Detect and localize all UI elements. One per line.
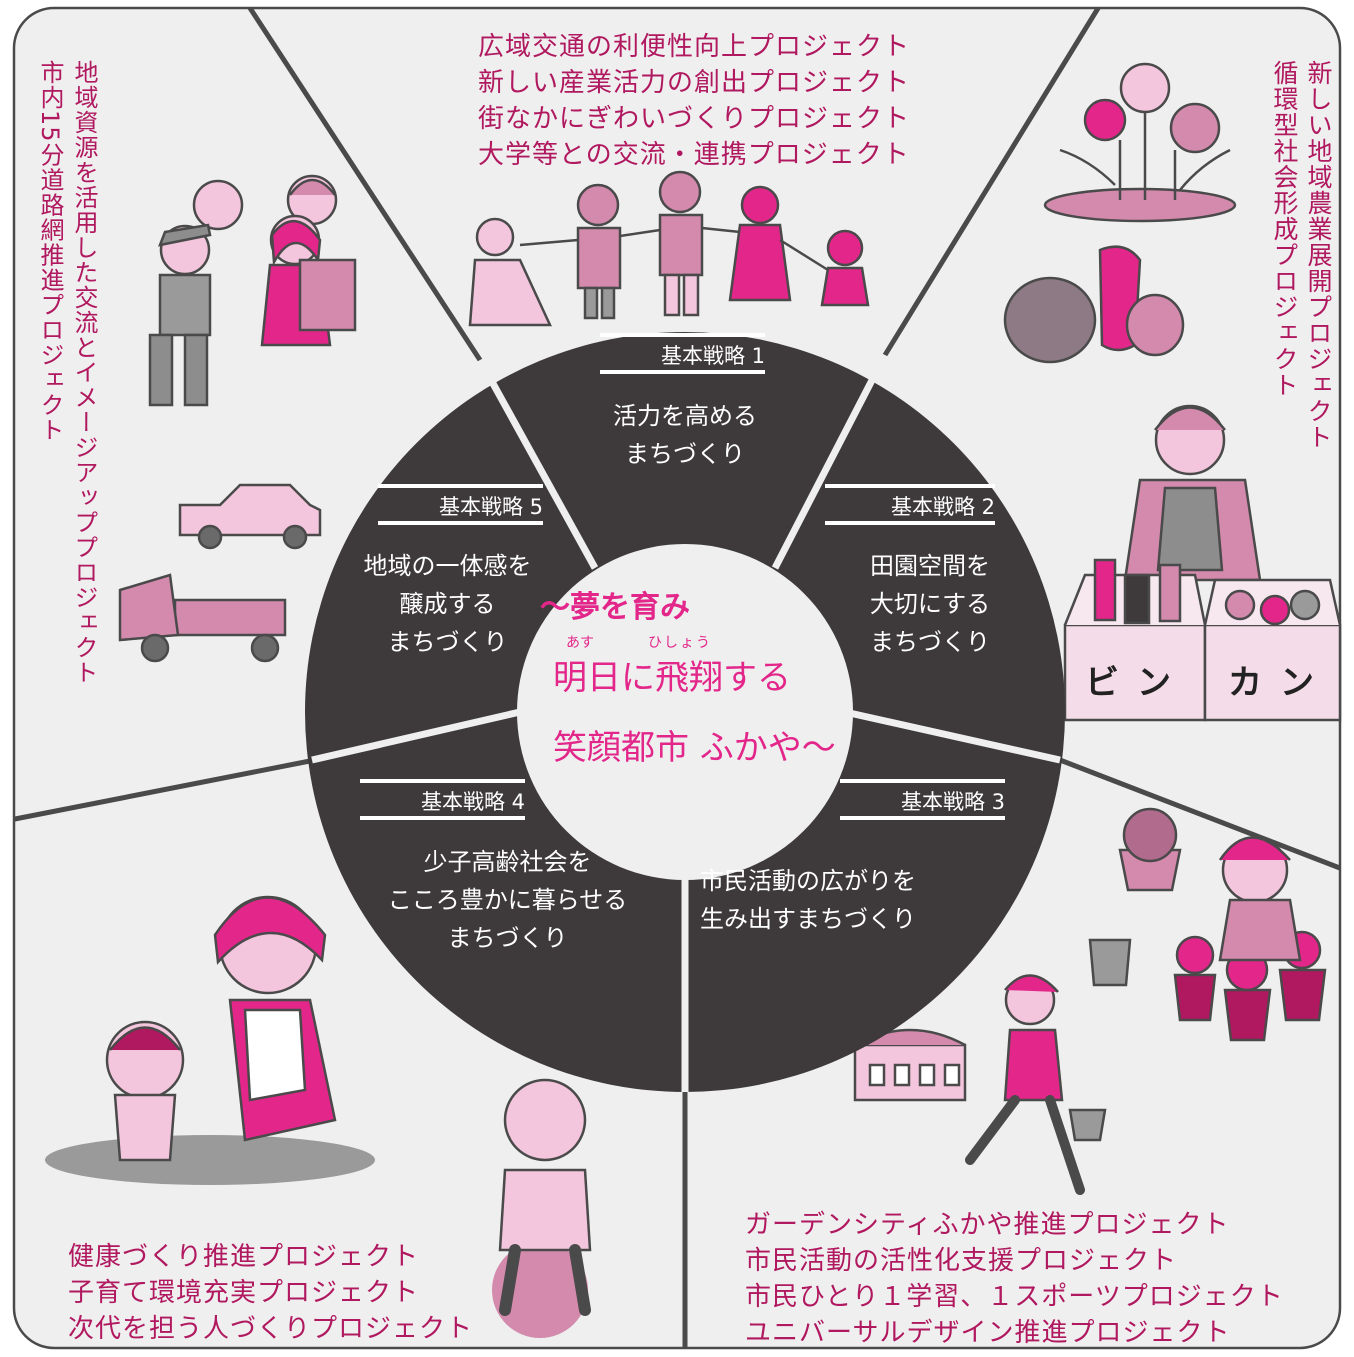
strategy-desc-line: まちづくり	[625, 440, 745, 468]
strategy-1-title: 基本戦略 1	[660, 344, 765, 368]
flowers-icon	[1043, 62, 1237, 223]
project-item: 広域交通の利便性向上プロジェクト	[478, 32, 911, 62]
family-group-icon	[148, 174, 357, 407]
strategy-2-desc: 田園空間を 大切にする まちづくり	[855, 547, 1005, 661]
project-item: 新しい産業活力の創出プロジェクト	[478, 68, 911, 98]
strategy-desc-line: 活力を高める	[613, 402, 757, 430]
strategy-desc-line: 醸成する	[399, 590, 496, 618]
strategy-1-bar	[600, 370, 765, 374]
strategy-desc-line: 少子高齢社会を	[423, 848, 592, 876]
divider-line	[882, 8, 1103, 358]
project-item: 新しい地域農業展開プロジェクト	[1304, 60, 1333, 450]
divider-line	[1057, 757, 1340, 873]
strategy-desc-line: まちづくり	[870, 628, 990, 656]
slogan-line-3: 笑顔都市 ふかや〜	[553, 728, 836, 768]
strategy-5-desc: 地域の一体感を 醸成する まちづくり	[330, 547, 565, 661]
truck-icon	[118, 573, 287, 663]
project-item: 市内15分道路網推進プロジェクト	[36, 60, 64, 443]
hub-spoke	[476, 358, 599, 570]
strategy-desc-line: まちづくり	[387, 628, 508, 656]
strategy-1-desc: 活力を高める まちづくり	[585, 397, 785, 473]
building-icon	[853, 1028, 967, 1102]
hub-spoke	[311, 708, 521, 764]
project-item: 街なかにぎわいづくりプロジェクト	[478, 104, 911, 134]
center-circle	[517, 544, 853, 880]
strategy-desc-line: 大切にする	[869, 590, 991, 618]
project-item: 大学等との交流・連携プロジェクト	[478, 140, 910, 170]
strategy-desc-line: まちづくり	[447, 924, 568, 952]
recycle-boxes-icon	[1063, 558, 1342, 722]
strategy-desc-line: こころ豊かに暮らせる	[387, 886, 628, 914]
car-icon	[178, 483, 322, 550]
people-holding-hands-icon	[468, 170, 870, 327]
strategy-4-bar	[360, 816, 525, 820]
project-item: 子育て環境充実プロジェクト	[68, 1278, 420, 1308]
strategy-desc-line: 田園空間を	[870, 552, 990, 580]
strategy-2-bar	[825, 521, 995, 525]
strategy-desc-line: 生み出すまちづくり	[700, 905, 916, 933]
slogan-ruby-asu: あす	[566, 635, 594, 651]
strategy-4-bar	[360, 779, 525, 783]
divider-line	[14, 757, 318, 823]
project-item: 健康づくり推進プロジェクト	[68, 1242, 420, 1272]
project-item: 地域資源を活用した交流とイメージアッププロジェクト	[70, 60, 98, 685]
project-item: 市民ひとり１学習、１スポーツプロジェクト	[745, 1282, 1284, 1312]
strategy-1-bar	[600, 333, 765, 337]
project-item: 循環型社会形成プロジェクト	[1270, 60, 1299, 398]
bottle-box-label: ビン	[1085, 663, 1189, 703]
strategy-5-bar	[378, 521, 543, 525]
hub-spoke	[844, 708, 1061, 764]
strategy-4-desc: 少子高齢社会を こころ豊かに暮らせる まちづくり	[380, 843, 635, 957]
project-item: 次代を担う人づくりプロジェクト	[68, 1314, 474, 1344]
slogan-ruby-hishou: ひしょう	[648, 635, 712, 651]
gardener-icon	[1088, 836, 1302, 987]
strategy-2-title: 基本戦略 2	[890, 495, 995, 519]
strategy-3-title: 基本戦略 3	[900, 790, 1005, 814]
elderly-jogger-icon	[492, 1078, 592, 1338]
strategy-3-desc: 市民活動の広がりを 生み出すまちづくり	[700, 862, 980, 938]
strategy-3-bar	[840, 779, 1005, 783]
strategy-desc-line: 市民活動の広がりを	[700, 867, 916, 895]
strategy-4-title: 基本戦略 4	[420, 790, 525, 814]
project-item: ユニバーサルデザイン推進プロジェクト	[745, 1318, 1231, 1348]
strategy-desc-line: 地域の一体感を	[363, 552, 532, 580]
slogan-line-2: 明日に飛翔する	[553, 658, 791, 698]
project-item: ガーデンシティふかや推進プロジェクト	[745, 1210, 1230, 1240]
strategy-3-bar	[840, 816, 1005, 820]
strategy-2-bar	[825, 484, 995, 488]
strategy-5-bar	[378, 484, 543, 488]
project-item: 市民活動の活性化支援プロジェクト	[745, 1246, 1178, 1276]
divider-line	[245, 8, 483, 363]
flower-pots-icon	[1118, 807, 1327, 1042]
mother-child-icon	[45, 895, 375, 1185]
shopkeeper-icon	[1123, 404, 1262, 582]
strategy-5-title: 基本戦略 5	[438, 495, 543, 519]
can-box-label: カン	[1228, 663, 1332, 703]
slogan-line-1: 〜夢を育み	[540, 590, 690, 625]
walking-woman-icon	[965, 974, 1107, 1195]
hub-spoke	[771, 353, 889, 570]
vegetables-icon	[1003, 245, 1185, 364]
